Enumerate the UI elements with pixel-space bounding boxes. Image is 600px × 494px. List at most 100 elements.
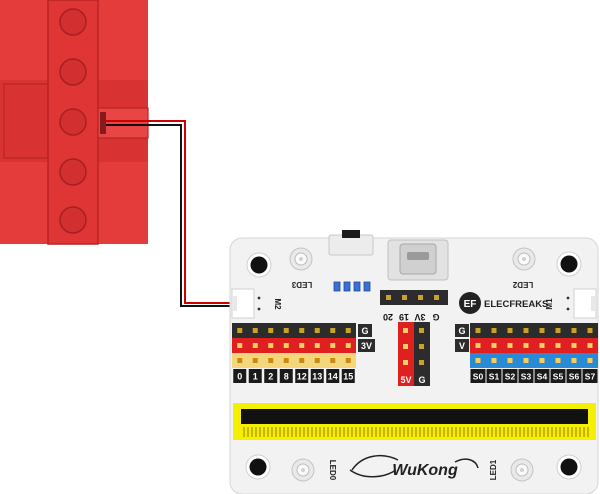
edge-connector-slot[interactable] bbox=[241, 409, 588, 424]
left-signal-row[interactable] bbox=[232, 353, 356, 368]
right-power-row[interactable] bbox=[470, 338, 598, 353]
edge-contact bbox=[507, 427, 509, 437]
header-pin bbox=[330, 343, 336, 348]
edge-contact bbox=[511, 427, 513, 437]
edge-contact bbox=[531, 427, 533, 437]
center-top-header[interactable] bbox=[380, 290, 448, 305]
pin-label-box bbox=[518, 369, 534, 383]
edge-contact bbox=[243, 427, 245, 437]
header-pin bbox=[283, 358, 289, 363]
header-pin bbox=[283, 328, 289, 333]
header-pin bbox=[237, 358, 243, 363]
edge-contact bbox=[579, 427, 581, 437]
header-pin bbox=[345, 343, 351, 348]
status-led bbox=[333, 281, 341, 292]
header-pin bbox=[299, 343, 305, 348]
pin-label: S3 bbox=[521, 372, 532, 382]
center-g-label: G bbox=[418, 375, 425, 385]
motor-port-m2: M2 bbox=[231, 288, 282, 319]
left-power-row[interactable] bbox=[232, 338, 356, 353]
right-ground-row[interactable] bbox=[470, 323, 598, 338]
header-pin bbox=[491, 328, 497, 333]
edge-contact bbox=[427, 427, 429, 437]
m2-pin bbox=[257, 296, 261, 300]
pin-label: S2 bbox=[505, 372, 516, 382]
edge-contact bbox=[403, 427, 405, 437]
led-die bbox=[299, 257, 303, 261]
edge-contact bbox=[331, 427, 333, 437]
edge-contact bbox=[263, 427, 265, 437]
header-pin bbox=[237, 343, 243, 348]
header-pin bbox=[252, 358, 258, 363]
header-pin bbox=[252, 328, 258, 333]
pin-label: 2 bbox=[268, 372, 273, 382]
header-pin bbox=[555, 343, 561, 348]
edge-contact bbox=[307, 427, 309, 437]
edge-contact bbox=[327, 427, 329, 437]
edge-contact bbox=[559, 427, 561, 437]
edge-connector-contacts bbox=[243, 427, 589, 437]
pin-label-box bbox=[310, 369, 324, 383]
left-g-label-box bbox=[358, 324, 372, 337]
right-signal-row[interactable] bbox=[470, 353, 598, 368]
edge-contact bbox=[419, 427, 421, 437]
edge-contact bbox=[479, 427, 481, 437]
pin-label-box bbox=[566, 369, 582, 383]
header-pin bbox=[345, 358, 351, 363]
header-pin bbox=[330, 328, 336, 333]
edge-contact bbox=[343, 427, 345, 437]
edge-contact bbox=[495, 427, 497, 437]
center-header: 20 19 3V G 5V G bbox=[380, 290, 448, 386]
header-pin bbox=[555, 328, 561, 333]
header-pin bbox=[403, 344, 408, 349]
wukong-logo-swirl bbox=[454, 458, 479, 469]
wukong-board: LED3 LED2 LED0 LED1 M2 M1 20 19 bbox=[229, 230, 599, 494]
mounting-hole-center bbox=[249, 458, 267, 476]
header-pin bbox=[268, 328, 274, 333]
center-5v-label: 5V bbox=[400, 375, 411, 385]
power-switch-knob[interactable] bbox=[342, 230, 360, 238]
edge-contact bbox=[515, 427, 517, 437]
header-pin bbox=[283, 343, 289, 348]
header-pin bbox=[299, 358, 305, 363]
edge-contact bbox=[367, 427, 369, 437]
edge-contact bbox=[583, 427, 585, 437]
edge-contact bbox=[351, 427, 353, 437]
center-5v-label-box bbox=[398, 372, 414, 386]
edge-contact bbox=[415, 427, 417, 437]
led-die bbox=[301, 468, 305, 472]
edge-contact bbox=[383, 427, 385, 437]
header-pin bbox=[419, 344, 424, 349]
motor-peg-hole bbox=[59, 108, 87, 136]
edge-contact bbox=[451, 427, 453, 437]
pin-label-box bbox=[326, 369, 340, 383]
black-wire bbox=[106, 124, 234, 307]
pin-label-box bbox=[264, 369, 278, 383]
motor-peg-hole bbox=[59, 206, 87, 234]
rgb-led-3 bbox=[289, 247, 313, 271]
left-g-label: G bbox=[361, 326, 368, 336]
edge-contact bbox=[323, 427, 325, 437]
left-3v-label: 3V bbox=[361, 341, 372, 351]
pin-label: S6 bbox=[569, 372, 580, 382]
wukong-logo-text: WuKong bbox=[392, 462, 458, 479]
edge-contact bbox=[475, 427, 477, 437]
header-pin bbox=[571, 358, 577, 363]
header-pin bbox=[330, 358, 336, 363]
edge-contact bbox=[423, 427, 425, 437]
pin-label: S1 bbox=[489, 372, 500, 382]
motor-peg-hole bbox=[59, 58, 87, 86]
edge-contact bbox=[483, 427, 485, 437]
header-pin bbox=[507, 328, 513, 333]
motor-peg-hole bbox=[59, 8, 87, 36]
mounting-hole-center bbox=[560, 255, 578, 273]
right-g-label-box bbox=[455, 324, 469, 337]
pin-label: S7 bbox=[585, 372, 596, 382]
header-pin bbox=[475, 358, 481, 363]
edge-contact bbox=[299, 427, 301, 437]
pin-label: 15 bbox=[343, 372, 353, 382]
left-ground-row[interactable] bbox=[232, 323, 356, 338]
motor-output-block bbox=[97, 107, 149, 139]
header-pin bbox=[587, 358, 593, 363]
edge-contact bbox=[363, 427, 365, 437]
